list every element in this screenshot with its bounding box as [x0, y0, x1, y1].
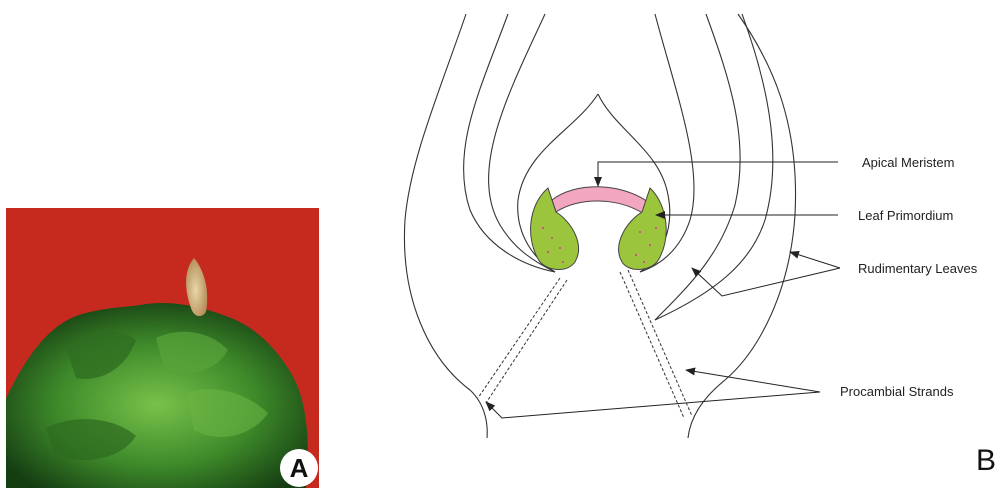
label-leaf-primordium: Leaf Primordium — [858, 208, 953, 223]
panel-b-letter: B — [976, 444, 996, 477]
label-rudimentary-leaves: Rudimentary Leaves — [858, 261, 978, 276]
procambial-strands — [478, 270, 692, 418]
label-procambial-strands: Procambial Strands — [840, 384, 954, 399]
leader-apical-meristem — [598, 162, 838, 186]
leader-rudimentary-leaves-a — [790, 252, 840, 268]
rudimentary-leaf-right-outermost — [655, 14, 773, 320]
outer-right-contour — [688, 14, 796, 438]
procambial-strand-right-a — [620, 272, 684, 418]
label-apical-meristem: Apical Meristem — [862, 155, 954, 170]
procambial-strand-left-a — [478, 278, 560, 398]
leader-procambial-strands-b — [486, 392, 820, 418]
leader-procambial-strands-a — [686, 370, 820, 392]
leader-rudimentary-leaves-b — [692, 268, 840, 296]
outline-strokes — [404, 14, 795, 438]
apical-meristem-shape — [552, 187, 648, 214]
procambial-strand-left-b — [486, 280, 567, 403]
outer-left-contour — [404, 14, 487, 438]
